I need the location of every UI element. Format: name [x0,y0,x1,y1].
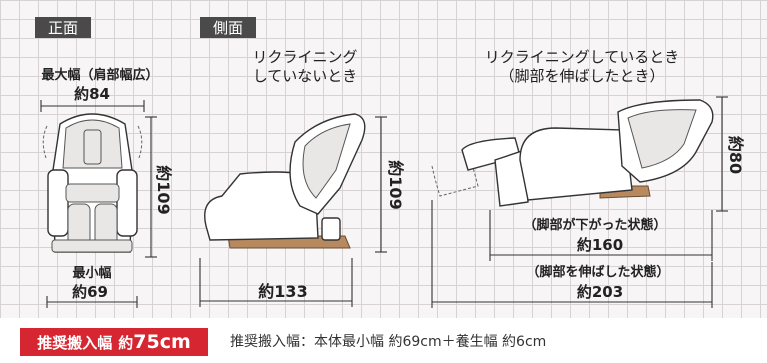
min-width-value: 約69 [72,283,108,301]
upright-height-dimension-line [375,116,387,253]
upright-height-value: 約109 [386,160,405,209]
upright-caption-line2: していないとき [253,67,358,85]
reclined-caption-line2: （脚部を伸ばしたとき） [499,67,664,85]
side-tag: 側面 [213,19,243,37]
reclined-height-dimension-line [716,96,728,212]
upright-caption-line1: リクライニング [252,48,357,66]
upright-chair-illustration [204,113,366,249]
max-width-dimension-line [40,100,145,112]
legs-down-dimension-line [489,210,713,261]
reclined-height-value: 約80 [726,136,745,174]
footer-note: 推奨搬入幅：本体最小幅 約69cm＋養生幅 約6cm [230,334,547,350]
side-tag-bg [200,17,256,38]
legs-extended-dimension-line [431,200,713,308]
badge-value: 75cm [133,331,191,353]
upright-depth-value: 約133 [258,282,307,301]
diagram-canvas: 正面 側面 リクライニング していないとき リクライニングしているとき （脚部を… [35,17,745,308]
badge-label: 推奨搬入幅 [37,333,113,352]
upright-depth-dimension-line [199,258,353,307]
legs-extended-label: （脚部を伸ばした状態） [526,264,669,280]
reclined-caption-line1: リクライニングしているとき [485,48,680,66]
front-chair-illustration [42,113,143,253]
front-height-dimension-line [145,116,157,258]
recommended-width-badge: 推奨搬入幅 約75cm [20,328,208,356]
max-width-value: 約84 [74,85,110,103]
legs-down-label: （脚部が下がった状態） [523,217,666,233]
front-height-value: 約109 [154,165,173,214]
reclined-chair-illustration [431,99,714,207]
min-width-label: 最小幅 [72,265,111,281]
legs-extended-value: 約203 [577,283,623,301]
badge-value-wrap: 約75cm [118,331,191,353]
max-width-label: 最大幅（肩部幅広） [41,67,158,83]
front-tag: 正面 [48,19,78,37]
badge-prefix: 約 [118,334,134,352]
min-width-dimension-line [46,296,138,308]
footer: 推奨搬入幅 約75cm 推奨搬入幅：本体最小幅 約69cm＋養生幅 約6cm [0,318,767,363]
front-tag-bg [35,17,91,38]
legs-down-value: 約160 [577,236,623,254]
